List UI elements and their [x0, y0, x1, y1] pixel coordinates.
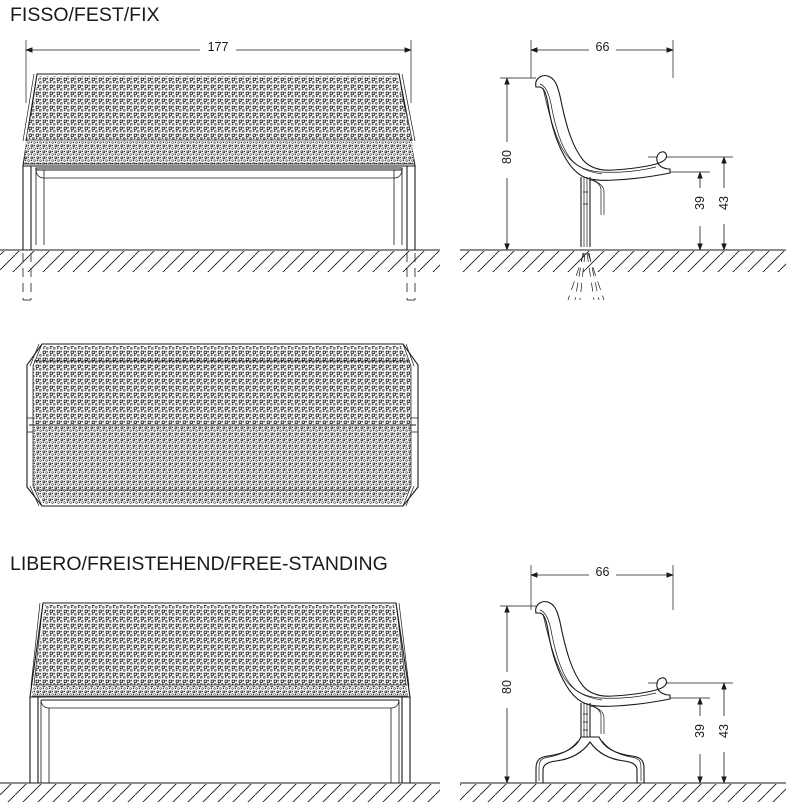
buried-post-right — [406, 253, 416, 300]
side-elevation-fixed: 66 80 43 39 — [460, 40, 786, 301]
buried-post-left — [22, 253, 32, 300]
ground-hatch — [0, 251, 440, 272]
bench-profile-freestanding — [535, 601, 671, 784]
ground-hatch-free — [0, 784, 440, 802]
top-plan-view — [26, 343, 419, 507]
dimension-80-top: 80 — [499, 77, 536, 251]
side-elevation-freestanding: 66 80 43 39 — [460, 565, 786, 802]
ground-hatch-side-free — [460, 784, 786, 802]
dimension-39-top: 39 — [637, 171, 710, 251]
front-elevation-freestanding — [0, 602, 440, 802]
dimension-39-bottom: 39 — [637, 697, 710, 784]
dimension-80-bottom: 80 — [499, 605, 536, 784]
front-elevation-fixed — [0, 73, 440, 301]
ground-hatch-side — [460, 251, 786, 272]
dimension-66-bottom: 66 — [530, 565, 674, 610]
buried-anchor-fixed — [567, 252, 605, 301]
dimension-66-top: 66 — [530, 40, 674, 78]
bench-profile-fixed — [535, 75, 671, 247]
